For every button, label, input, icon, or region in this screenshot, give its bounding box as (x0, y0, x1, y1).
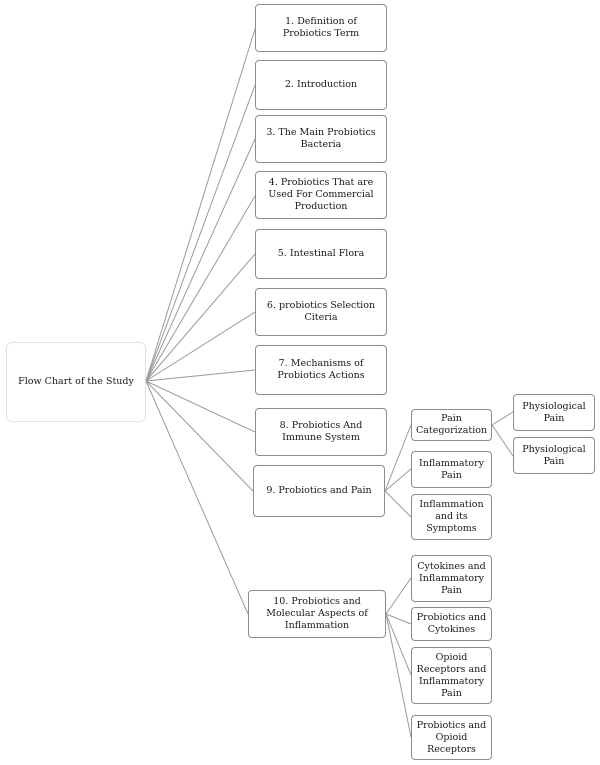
section-node-4: 4. Probiotics That are Used For Commerci… (255, 171, 387, 219)
connector-section9-child-1 (384, 424, 412, 492)
root-node-label: Flow Chart of the Study (18, 376, 134, 387)
probiotics-cytokines-node: Probiotics and Cytokines (411, 607, 492, 641)
section-node-3: 3. The Main Probiotics Bacteria (255, 115, 387, 163)
section-node-10: 10. Probiotics and Molecular Aspects of … (248, 590, 386, 638)
cytokines-inflammatory-pain-node: Cytokines and Inflammatory Pain (411, 555, 492, 602)
section-node-label: 7. Mechanisms of Probiotics Actions (277, 358, 365, 381)
connector-root-to-section-8 (145, 380, 256, 433)
connector-pain-categorization-child-1 (491, 411, 514, 426)
section-node-5: 5. Intestinal Flora (255, 229, 387, 279)
subtopic-label: Cytokines and Inflammatory Pain (417, 560, 486, 596)
subtopic-label: Physiological Pain (522, 400, 586, 424)
section-node-2: 2. Introduction (255, 60, 387, 110)
connector-root-to-section-6 (145, 311, 256, 382)
subtopic-label: Inflammation and its Symptoms (419, 499, 484, 534)
subtopic-label: Pain Categorization (415, 413, 488, 436)
physiological-pain-node-2: Physiological Pain (513, 437, 595, 474)
opioid-receptors-inflammatory-pain-node: Opioid Receptors and Inflammatory Pain (411, 647, 492, 704)
connector-root-to-section-1 (145, 28, 256, 382)
section-node-label: 10. Probiotics and Molecular Aspects of … (266, 596, 368, 631)
connector-section10-child-4 (385, 613, 412, 738)
subtopic-label: Physiological Pain (522, 443, 586, 467)
connector-pain-categorization-child-2 (491, 424, 514, 457)
section-node-label: 4. Probiotics That are Used For Commerci… (268, 177, 374, 212)
section-node-label: 2. Introduction (284, 79, 358, 90)
section-node-label: 3. The Main Probiotics Bacteria (266, 127, 376, 150)
section-node-6: 6. probiotics Selection Citeria (255, 288, 387, 336)
section-node-label: 8. Probiotics And Immune System (279, 420, 363, 443)
connector-section9-child-2 (384, 468, 412, 492)
section-node-label: 6. probiotics Selection Citeria (266, 300, 376, 323)
section-node-7: 7. Mechanisms of Probiotics Actions (255, 345, 387, 395)
section-node-1: 1. Definition of Probiotics Term (255, 4, 387, 52)
connector-section9-child-3 (384, 490, 412, 518)
connector-root-to-section-5 (145, 253, 256, 382)
section-node-label: 1. Definition of Probiotics Term (282, 16, 360, 39)
inflammation-symptoms-node: Inflammation and its Symptoms (411, 494, 492, 540)
section-node-label: 9. Probiotics and Pain (266, 485, 372, 496)
connector-section10-child-2 (385, 613, 412, 625)
subtopic-label: Opioid Receptors and Inflammatory Pain (416, 651, 487, 699)
physiological-pain-node-1: Physiological Pain (513, 394, 595, 431)
section-node-8: 8. Probiotics And Immune System (255, 408, 387, 456)
connector-root-to-section-10 (145, 380, 249, 615)
connector-root-to-section-2 (145, 84, 256, 382)
connector-section10-child-1 (385, 577, 412, 615)
connector-root-to-section-4 (145, 195, 256, 382)
inflammatory-pain-node: Inflammatory Pain (411, 451, 492, 488)
subtopic-label: Probiotics and Cytokines (416, 612, 487, 635)
connector-root-to-section-9 (145, 380, 254, 492)
section-node-label: 5. Intestinal Flora (277, 248, 365, 259)
subtopic-label: Inflammatory Pain (419, 457, 484, 481)
probiotics-opioid-receptors-node: Probiotics and Opioid Receptors (411, 715, 492, 760)
connector-root-to-section-3 (145, 138, 256, 382)
root-node: Flow Chart of the Study (6, 342, 146, 422)
connector-root-to-section-7 (145, 369, 256, 382)
pain-categorization-node: Pain Categorization (411, 409, 492, 441)
connector-section10-child-3 (385, 613, 412, 676)
section-node-9: 9. Probiotics and Pain (253, 465, 385, 517)
subtopic-label: Probiotics and Opioid Receptors (416, 719, 487, 755)
